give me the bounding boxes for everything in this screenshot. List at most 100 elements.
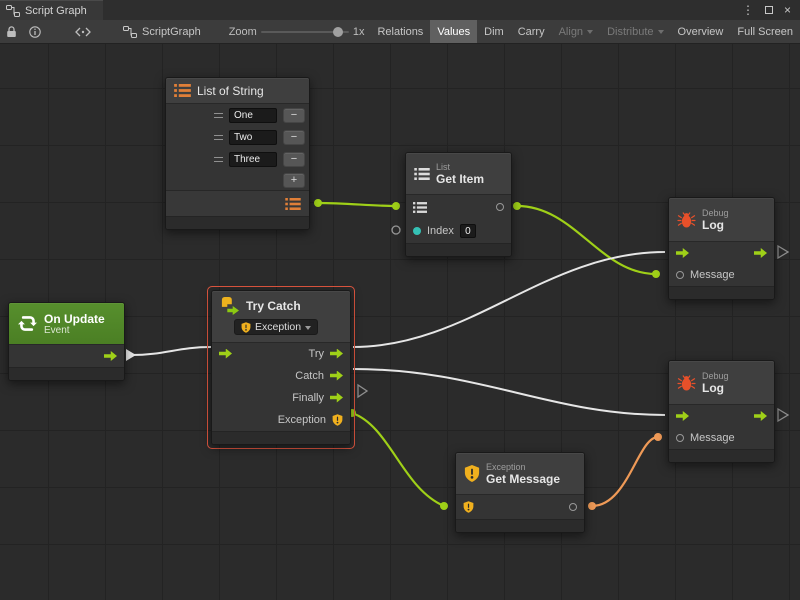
unconnected-finally-port-icon[interactable] bbox=[357, 383, 369, 399]
node-title: Log bbox=[702, 217, 724, 232]
list-item-field[interactable]: Two bbox=[229, 129, 277, 145]
wire-list-to-getitem[interactable] bbox=[314, 199, 400, 210]
node-list-of-string[interactable]: List of String One − Two − Three − bbox=[165, 77, 310, 230]
wire-onupdate-to-trycatch[interactable] bbox=[126, 346, 212, 361]
wire-getmessage-to-log-message[interactable] bbox=[588, 433, 662, 510]
item-output-port[interactable] bbox=[496, 203, 504, 211]
message-port[interactable] bbox=[676, 271, 684, 279]
exception-input-port-icon[interactable] bbox=[463, 501, 474, 513]
list-item-field[interactable]: Three bbox=[229, 151, 277, 167]
wire-try-to-log-top[interactable] bbox=[352, 251, 666, 348]
align-button[interactable]: Align bbox=[552, 20, 600, 43]
node-header: Debug Log bbox=[669, 198, 774, 242]
node-debug-log-bottom[interactable]: Debug Log Message bbox=[668, 360, 775, 463]
wire-getitem-to-log-message[interactable] bbox=[513, 202, 660, 278]
node-title: Try Catch bbox=[246, 299, 301, 313]
index-port[interactable] bbox=[413, 227, 421, 235]
relations-button[interactable]: Relations bbox=[377, 25, 424, 38]
unconnected-flow-port-icon[interactable] bbox=[777, 244, 790, 260]
unconnected-flow-port-icon[interactable] bbox=[777, 407, 790, 423]
add-item-field-remove-button[interactable]: − bbox=[283, 151, 305, 167]
full-screen-button[interactable]: Full Screen bbox=[737, 25, 794, 38]
message-output-port[interactable] bbox=[569, 503, 577, 511]
flow-in-port[interactable] bbox=[676, 248, 689, 258]
carry-button[interactable]: Carry bbox=[517, 25, 545, 38]
exception-out-port-icon[interactable] bbox=[332, 414, 343, 426]
graph-name: ScriptGraph bbox=[142, 25, 201, 38]
graph-canvas[interactable]: List of String One − Two − Three − bbox=[0, 44, 800, 600]
flow-in-port[interactable] bbox=[219, 348, 232, 359]
list-add-row: + bbox=[166, 170, 309, 190]
flow-out-port[interactable] bbox=[754, 248, 767, 258]
message-port[interactable] bbox=[676, 434, 684, 442]
node-footer bbox=[166, 216, 309, 229]
overview-button[interactable]: Overview bbox=[677, 25, 724, 38]
index-value-field[interactable]: 0 bbox=[459, 224, 476, 238]
dropdown-value: Exception bbox=[255, 321, 302, 333]
node-kicker: Debug bbox=[702, 207, 729, 218]
wire-exception-to-getmessage[interactable] bbox=[348, 409, 448, 510]
drag-handle-icon[interactable] bbox=[214, 134, 223, 140]
node-header: On Update Event bbox=[9, 303, 124, 345]
flow-in-port[interactable] bbox=[676, 411, 689, 421]
exception-type-dropdown[interactable]: Exception bbox=[234, 319, 319, 335]
titlebar-spacer bbox=[103, 0, 742, 20]
unconnected-index-port-icon[interactable] bbox=[391, 225, 401, 235]
node-footer bbox=[406, 243, 511, 256]
lock-icon[interactable] bbox=[0, 20, 23, 43]
catch-label: Catch bbox=[295, 369, 324, 382]
zoom-slider-track bbox=[260, 30, 349, 33]
exception-icon bbox=[464, 465, 480, 482]
close-icon[interactable]: × bbox=[783, 3, 791, 17]
graph-breadcrumb[interactable]: ScriptGraph bbox=[123, 25, 201, 38]
titlebar: Script Graph ⋮ × bbox=[0, 0, 800, 20]
zoom-slider[interactable] bbox=[260, 20, 349, 43]
try-label: Try bbox=[308, 347, 324, 360]
zoom-value: 1x bbox=[352, 25, 365, 38]
node-debug-log-top[interactable]: Debug Log Message bbox=[668, 197, 775, 300]
exception-label: Exception bbox=[277, 413, 326, 426]
dim-button[interactable]: Dim bbox=[484, 25, 504, 38]
port-row bbox=[456, 495, 584, 519]
list-inspector: One − Two − Three − + bbox=[166, 104, 309, 190]
node-get-message[interactable]: Exception Get Message bbox=[455, 452, 585, 533]
finally-out-port[interactable] bbox=[330, 392, 343, 403]
node-title: Log bbox=[702, 380, 724, 395]
drag-handle-icon[interactable] bbox=[214, 112, 223, 118]
node-get-item[interactable]: List Get Item Index 0 bbox=[405, 152, 512, 257]
info-icon[interactable] bbox=[23, 20, 47, 43]
finally-port-row: Finally bbox=[212, 387, 350, 409]
flow-out-port[interactable] bbox=[104, 351, 117, 361]
node-title: Get Item bbox=[436, 171, 485, 186]
distribute-button[interactable]: Distribute bbox=[600, 20, 670, 43]
zoom-slider-handle[interactable] bbox=[332, 26, 343, 37]
node-kicker: Exception bbox=[486, 461, 526, 472]
chevron-down-icon bbox=[587, 30, 594, 34]
values-button[interactable]: Values bbox=[430, 20, 478, 43]
node-on-update[interactable]: On Update Event bbox=[8, 302, 125, 381]
maximize-icon[interactable] bbox=[764, 6, 773, 14]
list-item-field[interactable]: One bbox=[229, 107, 277, 123]
list-input-port-icon[interactable] bbox=[413, 202, 427, 213]
node-header: Debug Log bbox=[669, 361, 774, 405]
window-menu-icon[interactable]: ⋮ bbox=[741, 3, 754, 17]
list-item-row: Three − bbox=[166, 148, 309, 170]
flow-port-row bbox=[669, 405, 774, 427]
drag-handle-icon[interactable] bbox=[214, 156, 223, 162]
try-out-port[interactable] bbox=[330, 348, 343, 359]
bug-icon bbox=[677, 375, 696, 391]
add-item-button[interactable]: + bbox=[283, 172, 305, 188]
flow-out-port[interactable] bbox=[754, 411, 767, 421]
node-title: On Update bbox=[44, 311, 105, 326]
node-try-catch[interactable]: Try Catch Exception Try Catch bbox=[211, 290, 351, 445]
catch-out-port[interactable] bbox=[330, 370, 343, 381]
remove-item-button[interactable]: − bbox=[283, 129, 305, 145]
code-brackets-icon[interactable] bbox=[69, 20, 97, 43]
list-output-port-icon[interactable] bbox=[285, 198, 301, 210]
tab-script-graph[interactable]: Script Graph bbox=[0, 0, 103, 20]
script-graph-icon bbox=[123, 26, 137, 38]
remove-item-button[interactable]: − bbox=[283, 107, 305, 123]
wire-catch-to-log-bottom[interactable] bbox=[352, 368, 666, 416]
window-title: Script Graph bbox=[25, 4, 87, 17]
